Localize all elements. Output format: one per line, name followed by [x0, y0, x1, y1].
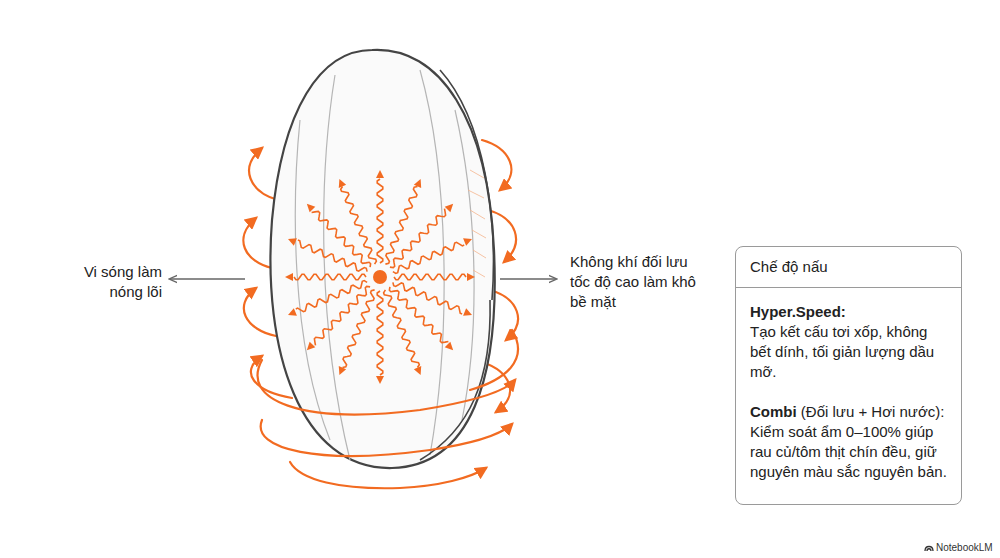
- wave-ray: [294, 274, 366, 280]
- ray-head: [463, 308, 472, 315]
- ray-head: [288, 308, 297, 315]
- mode-name: Hyper.Speed:: [750, 303, 846, 320]
- mode-desc: Tạo kết cấu tơi xốp, không bết dính, tối…: [750, 322, 947, 382]
- ray-head: [285, 273, 293, 281]
- ray-head: [339, 179, 346, 188]
- wave-ray: [389, 287, 448, 343]
- ray-head: [445, 342, 453, 350]
- ray-head: [339, 366, 346, 375]
- wave-ray: [385, 187, 417, 265]
- wave-ray: [390, 209, 446, 268]
- ray-head: [467, 273, 475, 281]
- wave-ray: [377, 179, 383, 263]
- box-heading: Chế độ nấu: [736, 247, 961, 288]
- rice-grain-outline: [270, 50, 494, 468]
- watermark-icon: [925, 547, 933, 552]
- ray-head: [376, 376, 384, 384]
- mode-subtitle: (Đối lưu + Hơi nước):: [801, 403, 945, 420]
- mode-name: Combi: [750, 403, 797, 420]
- ray-head: [307, 342, 315, 350]
- wave-ray: [341, 187, 377, 265]
- microwave-rays: [285, 170, 475, 384]
- callout-label: Không khí đối lưu tốc độ cao làm khô bề …: [570, 252, 710, 312]
- mode-section: Hyper.Speed: Tạo kết cấu tơi xốp, không b…: [736, 288, 961, 382]
- leader-arrows: [170, 278, 556, 279]
- wave-ray: [393, 242, 464, 273]
- wave-ray: [393, 282, 462, 314]
- grain-texture: [468, 170, 486, 277]
- wave-ray: [384, 290, 420, 368]
- core-dot: [373, 270, 387, 284]
- wave-ray: [312, 211, 371, 267]
- wave-ray: [314, 286, 370, 345]
- ray-head: [463, 238, 472, 245]
- wave-ray: [296, 281, 367, 312]
- ray-head: [445, 204, 453, 212]
- ray-head: [288, 238, 297, 245]
- mode-desc: Kiểm soát ẩm 0–100% giúp rau củ/tôm thịt…: [750, 422, 947, 482]
- wave-ray: [343, 290, 375, 368]
- wave-ray: [394, 274, 466, 280]
- airflow-front-arrows: [258, 330, 518, 488]
- wave-ray: [377, 291, 383, 375]
- ray-head: [414, 366, 421, 375]
- ray-head: [414, 179, 421, 188]
- ray-head: [376, 170, 384, 178]
- ray-head: [307, 204, 315, 212]
- mode-box: Chế độ nấuHyper.Speed: Tạo kết cấu tơi xố…: [735, 246, 962, 505]
- watermark: NotebookLM: [936, 542, 996, 554]
- wave-ray: [298, 240, 367, 272]
- callout-label: Vi sóng làm nóng lõi: [52, 262, 162, 302]
- mode-section: Combi (Đối lưu + Hơi nước): Kiểm soát ẩm …: [736, 382, 961, 494]
